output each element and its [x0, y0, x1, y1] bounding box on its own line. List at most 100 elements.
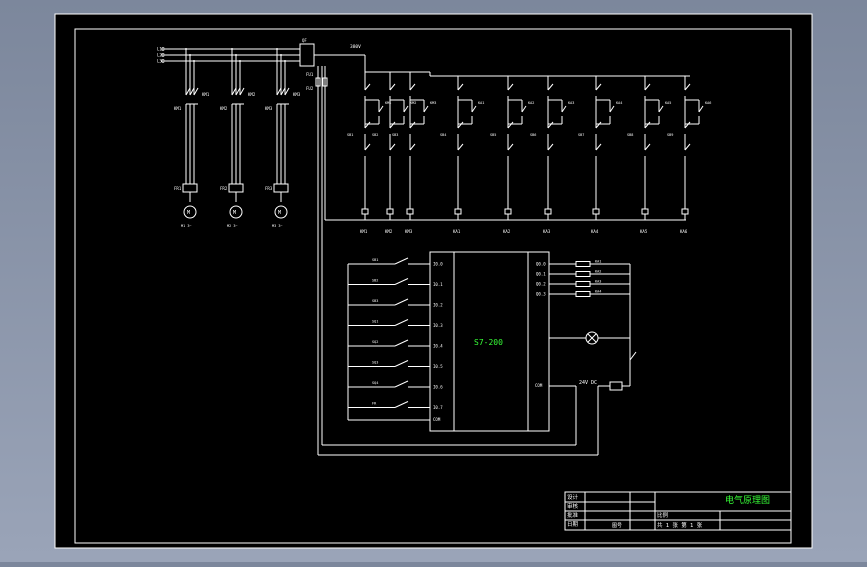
latch-label: KM3: [430, 101, 436, 105]
input-device-label: SQ2: [372, 340, 378, 344]
coil-label: KM1: [360, 229, 368, 234]
latch-contact: [609, 105, 615, 113]
plc-output-terminal: Q0.0: [536, 262, 546, 267]
rung-contact: [409, 143, 416, 151]
branch-label: KM1: [174, 106, 182, 111]
breaker-label: QF: [302, 38, 307, 43]
junction-dot: [284, 60, 286, 62]
title-row-label-review: 审核: [567, 502, 579, 510]
latch-label: KA3: [568, 101, 574, 105]
input-device-label: SB2: [372, 279, 378, 283]
rung-contact: [644, 143, 651, 151]
plc-input-terminal: I0.5: [433, 364, 443, 369]
latch-contact: [658, 105, 664, 113]
coil-label: KA4: [591, 229, 599, 234]
rung-contact: [595, 83, 602, 91]
plc-model-label: S7-200: [474, 338, 503, 347]
pushbutton-label: SB5: [490, 133, 496, 137]
contactor-label: KM2: [248, 92, 256, 97]
plc-output-com: COM: [535, 383, 543, 388]
input-device-label: SB1: [372, 258, 378, 262]
fuse-label-2: FU2: [306, 86, 314, 91]
branch-label: KM3: [265, 106, 273, 111]
input-device-label: SQ1: [372, 320, 378, 324]
motor-desc: M1 3~: [181, 224, 192, 228]
control-rungs: KM1SB1KM1KM2SB2KM2KM3SB3KM3KA1SB4KA1KA2S…: [347, 72, 711, 234]
coil-label: KA1: [453, 229, 461, 234]
input-switch: [394, 319, 409, 326]
fuse-fu2: [322, 77, 328, 87]
pushbutton-label: SB7: [578, 133, 584, 137]
relay-label: FR3: [265, 186, 273, 191]
rung-contact: [457, 83, 464, 91]
latch-label: KM1: [385, 101, 391, 105]
latch-contact: [698, 105, 704, 113]
title-sheet-text: 共 1 张 第 1 张: [657, 521, 703, 529]
rung-contact: [595, 143, 602, 151]
fuse-label-1: FU1: [306, 72, 314, 77]
title-row-label-design: 设计: [567, 493, 579, 501]
motor-symbol: [274, 205, 288, 219]
junction-dot: [276, 48, 278, 50]
contactor-contact: [284, 87, 290, 96]
relay-label: FR2: [220, 186, 228, 191]
contactor-label: KM1: [202, 92, 210, 97]
rung-contact: [644, 83, 651, 91]
fr-contact: [629, 351, 637, 361]
control-voltage-label: 380V: [350, 44, 361, 50]
plc-io: I0.0SB1I0.1SB2I0.2SB3I0.3SQ1I0.4SQ2I0.5S…: [348, 257, 630, 422]
junction-dot: [185, 48, 187, 50]
motor-letter: M: [278, 210, 281, 216]
supply-label-1: L1: [157, 47, 162, 52]
latch-contact: [423, 105, 429, 113]
input-switch: [394, 298, 409, 306]
junction-dot: [239, 60, 241, 62]
input-switch: [394, 257, 409, 265]
supply-terminal: [161, 59, 165, 63]
control-circuit: [325, 54, 690, 221]
input-device-label: SQ3: [372, 361, 378, 365]
contactor-contact: [276, 87, 282, 96]
fuse-fu1: [315, 77, 321, 87]
pushbutton-label: SB3: [392, 133, 398, 137]
junction-dot: [235, 54, 237, 56]
rung-contact: [389, 143, 396, 151]
title-row-label-date: 日期: [567, 521, 579, 528]
coil-label: KA2: [503, 229, 511, 234]
title-scale-label: 比例: [657, 511, 669, 519]
rung-contact: [507, 83, 514, 91]
input-device-label: FR: [372, 402, 377, 406]
latch-contact: [378, 105, 384, 113]
inner-border: [74, 28, 792, 544]
plc-input-terminal: I0.6: [433, 385, 443, 390]
motor-desc: M3 3~: [272, 224, 283, 228]
sheet-background: [54, 13, 813, 549]
indicator-lamp: [585, 331, 599, 345]
pushbutton-label: SB4: [440, 133, 446, 137]
contactor-contact: [280, 87, 286, 96]
supply-label-2: L2: [157, 53, 162, 58]
junction-dot: [280, 54, 282, 56]
pushbutton-label: SB6: [530, 133, 536, 137]
latch-label: KM2: [410, 101, 416, 105]
plc-input-terminal: I0.0: [433, 262, 443, 267]
input-switch: [394, 401, 409, 408]
rung-contact: [547, 121, 554, 129]
junction-dot: [189, 54, 191, 56]
latch-label: KA5: [665, 101, 671, 105]
pushbutton-label: SB1: [347, 133, 353, 137]
supply-terminal: [161, 53, 165, 57]
output-load-label: KA4: [595, 290, 601, 294]
plc-input-terminal: I0.1: [433, 282, 443, 287]
rung-contact: [457, 143, 464, 151]
input-switch: [394, 380, 409, 388]
input-switch: [394, 339, 409, 347]
rung-contact: [389, 83, 396, 91]
rung-contact: [684, 143, 691, 151]
plc-input-terminal: I0.4: [433, 344, 443, 349]
output-load-label: KA2: [595, 270, 601, 274]
